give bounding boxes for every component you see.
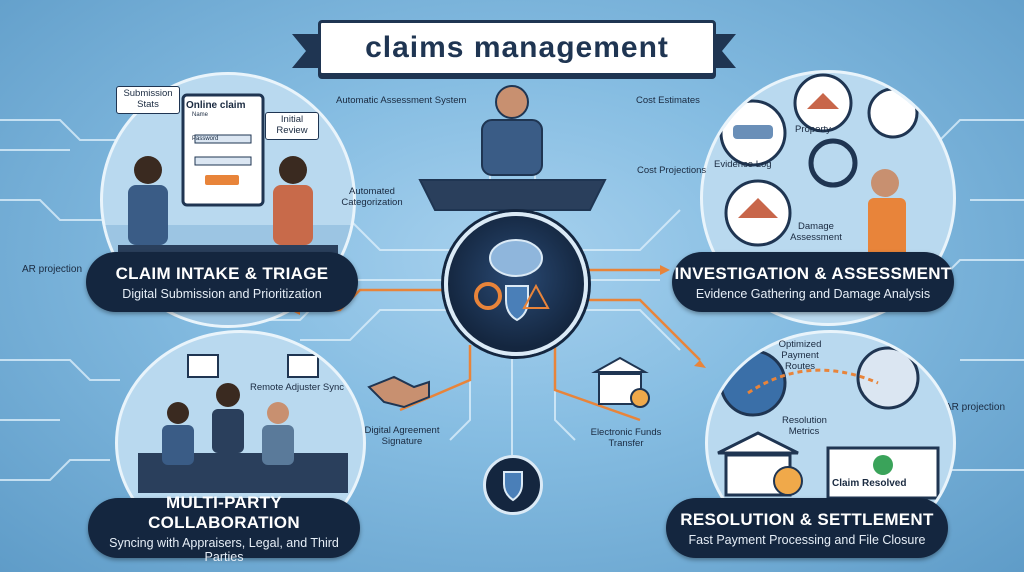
collaboration-pill: MULTI-PARTY COLLABORATION Syncing with A… <box>88 493 360 564</box>
resolution-pill: RESOLUTION & SETTLEMENT Fast Payment Pro… <box>666 498 948 558</box>
investigation-pill: INVESTIGATION & ASSESSMENT Evidence Gath… <box>672 252 954 312</box>
investigation-subtitle: Evidence Gathering and Damage Analysis <box>695 286 931 301</box>
intake-title: CLAIM INTAKE & TRIAGE <box>115 263 329 283</box>
ar-projection-right: AR projection <box>945 402 1006 413</box>
remote-sync-label: Remote Adjuster Sync <box>250 382 344 393</box>
optimized-routes-label: Optimized Payment Routes <box>778 339 822 372</box>
property-label: Property <box>795 124 831 135</box>
cost-estimates-label: Cost Estimates <box>636 95 700 106</box>
initial-review-label: Initial Review <box>265 112 319 140</box>
collaboration-title: MULTI-PARTY COLLABORATION <box>148 492 300 532</box>
damage-assessment-label: Damage Assessment <box>790 221 842 243</box>
resolution-subtitle: Fast Payment Processing and File Closure <box>688 532 926 547</box>
electronic-funds-label: Electronic Funds Transfer <box>590 427 662 449</box>
handshake-icon <box>367 375 430 409</box>
resolution-title: RESOLUTION & SETTLEMENT <box>680 509 934 529</box>
resolution-metrics-label: Resolution Metrics <box>782 415 827 437</box>
automated-categorization-label: Automated Categorization <box>341 186 403 208</box>
resolution-scene-icon <box>717 346 940 500</box>
investigation-scene-icon <box>719 73 919 258</box>
intake-pill: CLAIM INTAKE & TRIAGE Digital Submission… <box>86 252 358 312</box>
intake-subtitle: Digital Submission and Prioritization <box>122 286 322 301</box>
bank-icon <box>591 356 650 408</box>
brain-gear-shield-icon <box>474 239 550 322</box>
security-shield-icon <box>483 455 543 515</box>
collaboration-subtitle: Syncing with Appraisers, Legal, and Thir… <box>109 535 339 564</box>
title-banner: Claims Management <box>318 20 716 76</box>
online-claim-label: Online claim <box>186 100 246 111</box>
page-title: Claims Management <box>365 31 669 64</box>
password-field-label: Password <box>192 136 219 142</box>
submission-stats-label: Submission Stats <box>116 86 180 114</box>
evidence-log-label: Evidence Log <box>714 159 772 170</box>
cost-projections-label: Cost Projections <box>637 165 707 176</box>
claim-resolved-label: Claim Resolved <box>832 478 907 489</box>
investigation-title: INVESTIGATION & ASSESSMENT <box>674 263 952 283</box>
collaboration-scene-icon <box>138 354 348 493</box>
control-desk-icon <box>418 85 607 211</box>
digital-agreement-label: Digital Agreement Signature <box>364 425 440 447</box>
name-field-label: Name <box>192 112 209 118</box>
automatic-assessment-label: Automatic Assessment System <box>336 95 467 106</box>
ar-projection-left: AR projection <box>22 264 83 275</box>
central-ai-hub <box>444 212 588 356</box>
